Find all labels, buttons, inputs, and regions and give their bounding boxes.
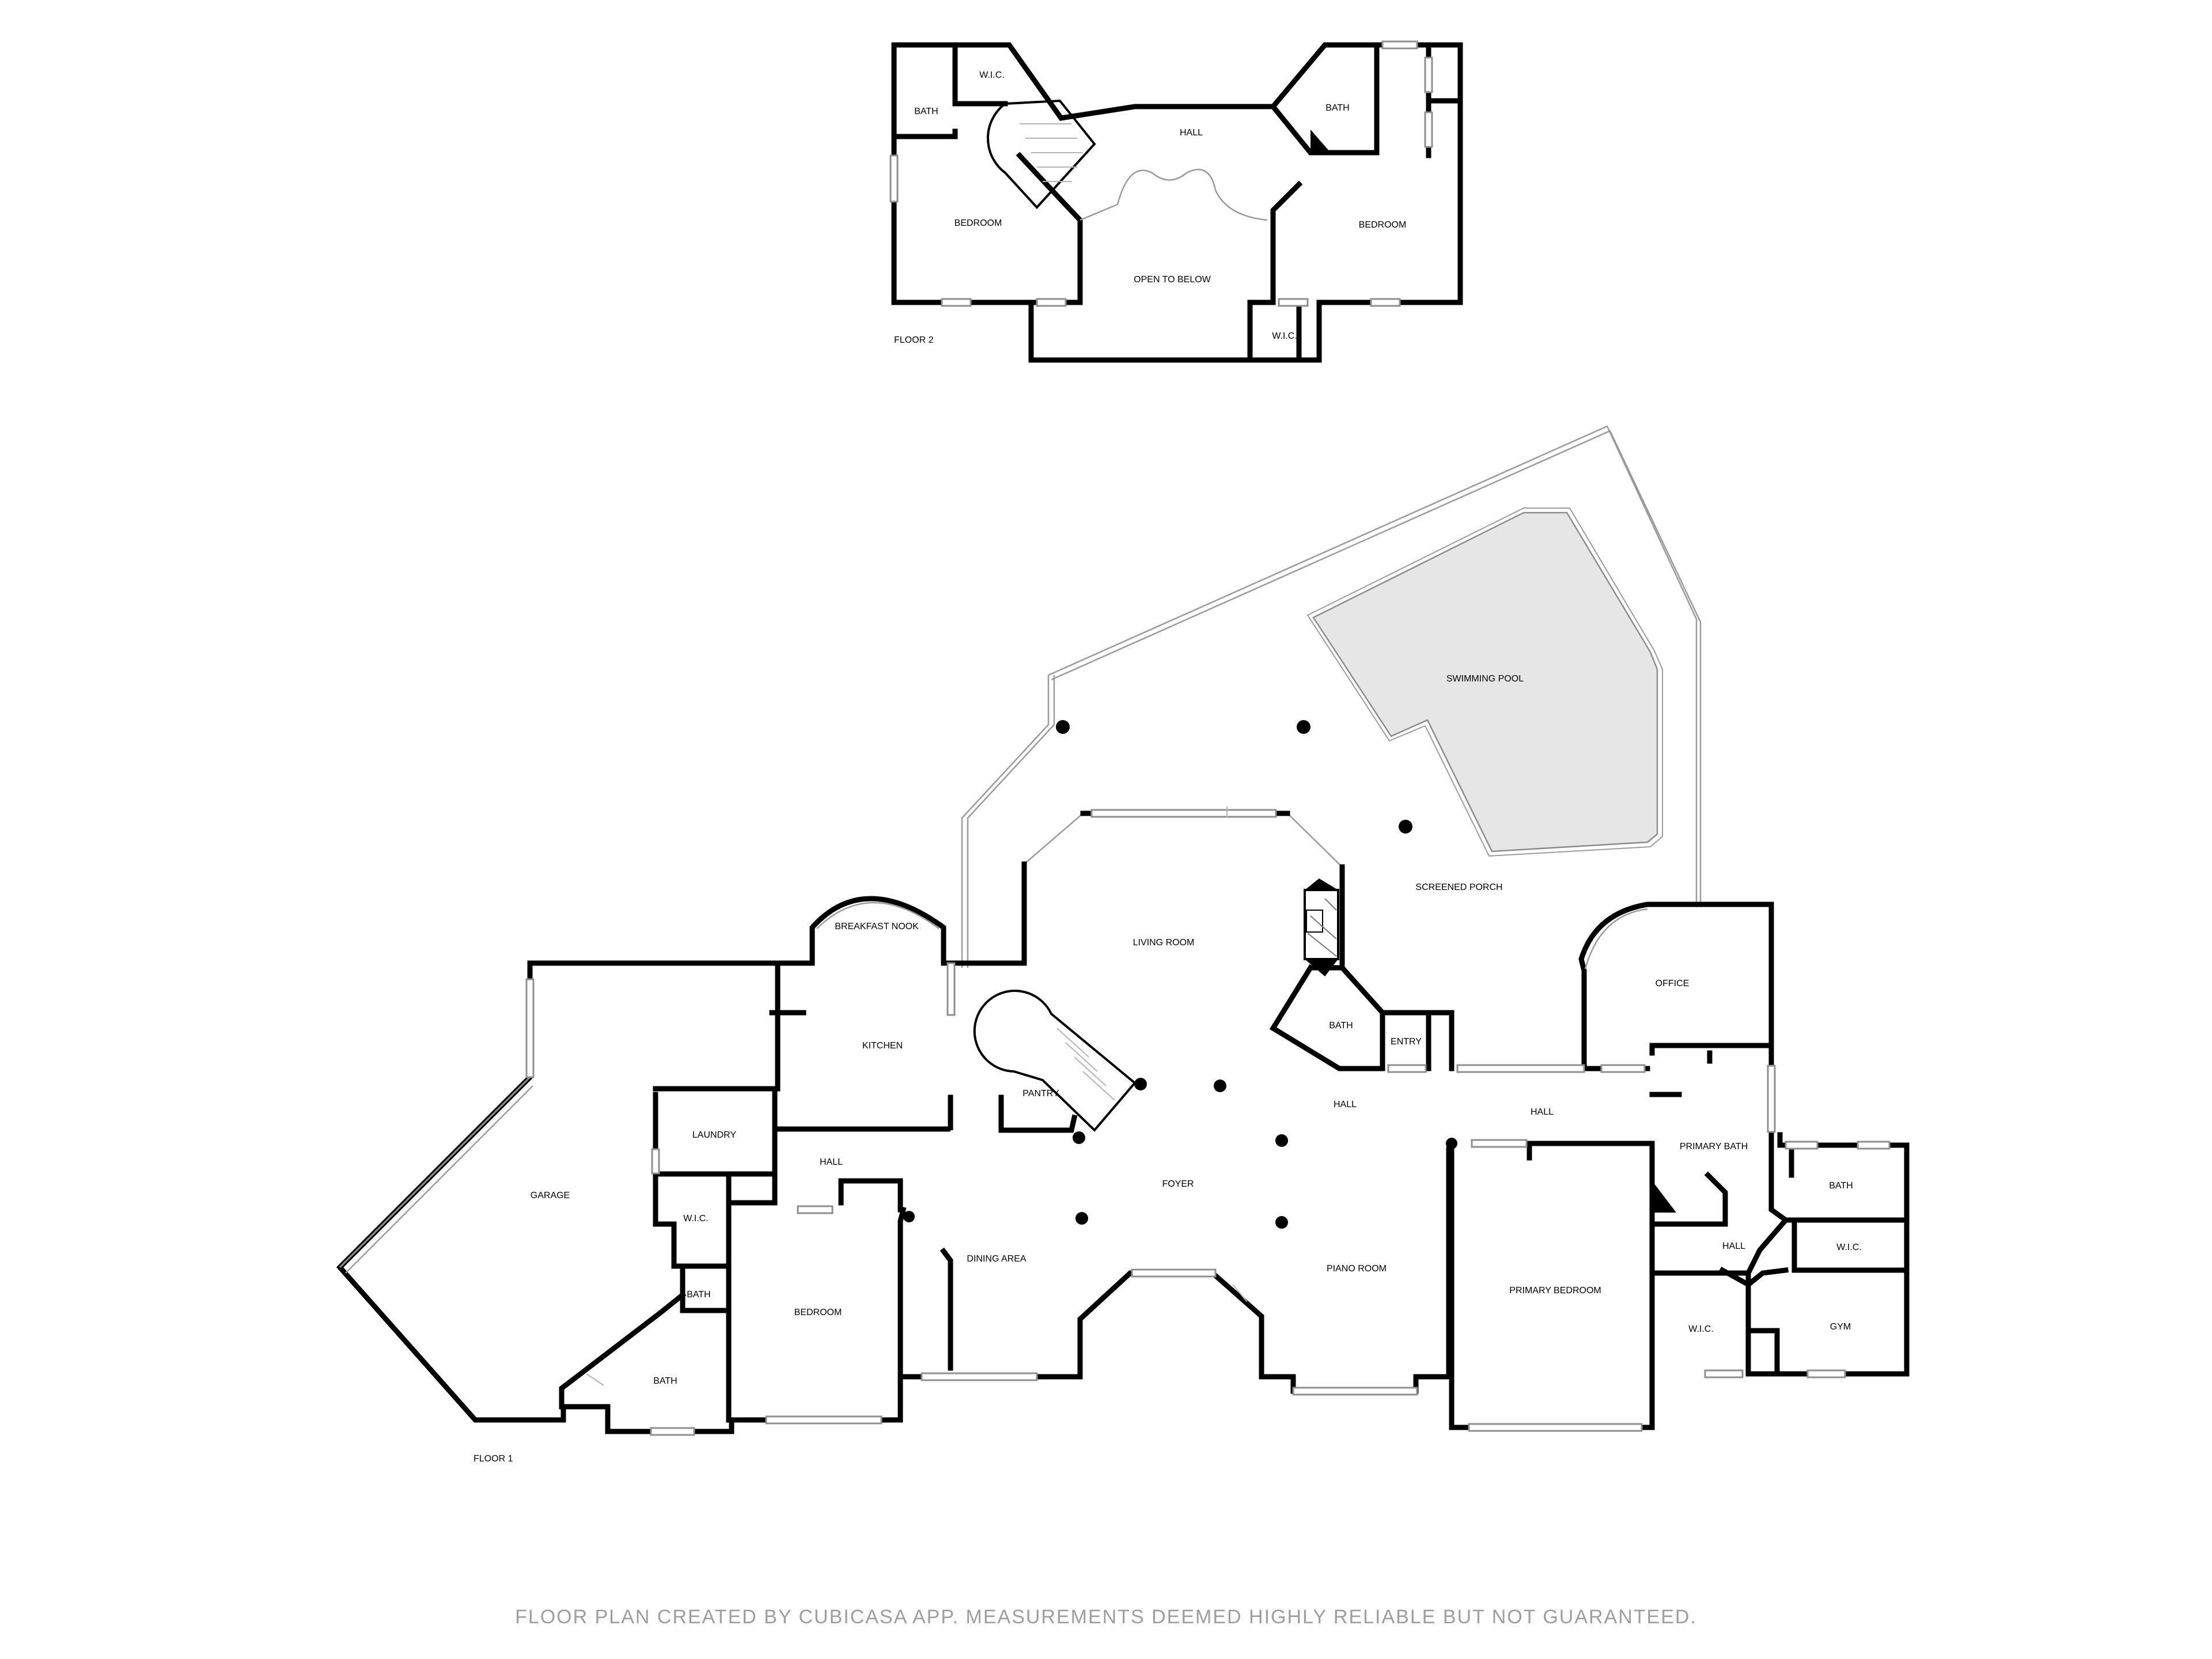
bath-lower-label: BATH	[653, 1376, 677, 1386]
piano-room-label: PIANO ROOM	[1327, 1264, 1387, 1274]
bath-east-label: BATH	[1829, 1181, 1853, 1191]
column	[1275, 1134, 1288, 1147]
primary-bedroom-label: PRIMARY BEDROOM	[1509, 1286, 1601, 1296]
floor-1-label: FLOOR 1	[474, 1454, 513, 1464]
laundry-label: LAUNDRY	[692, 1130, 737, 1140]
hall-center-label: HALL	[1334, 1100, 1357, 1109]
column	[1297, 720, 1310, 734]
floor2-bedroom-right-label: BEDROOM	[1359, 220, 1407, 230]
column	[1056, 720, 1070, 734]
hall-left-label: HALL	[820, 1157, 843, 1167]
kitchen-label: KITCHEN	[862, 1041, 903, 1051]
screened-porch-label: SCREENED PORCH	[1415, 882, 1502, 892]
floor2-hall-label: HALL	[1180, 128, 1203, 138]
floor2-bath-right-label: BATH	[1325, 103, 1349, 113]
bath-entry-label: BATH	[1329, 1021, 1353, 1031]
office-label: OFFICE	[1656, 979, 1690, 988]
column	[903, 1211, 915, 1222]
hall-primary-label: HALL	[1722, 1241, 1745, 1251]
column	[1134, 1078, 1147, 1090]
floor2-open-to-below-label: OPEN TO BELOW	[1134, 275, 1211, 285]
wic-left-label: W.I.C.	[683, 1214, 709, 1224]
living-room-label: LIVING ROOM	[1133, 938, 1195, 948]
primary-bath-label: PRIMARY BATH	[1680, 1142, 1748, 1152]
swimming-pool-label: SWIMMING POOL	[1446, 674, 1524, 684]
dining-area-label: DINING AREA	[967, 1254, 1026, 1264]
floor2-bedroom-left-label: BEDROOM	[955, 218, 1002, 228]
floor-2-label: FLOOR 2	[894, 335, 934, 345]
floor2-wic-bottom-label: W.I.C.	[1272, 331, 1297, 341]
bedroom-label: BEDROOM	[794, 1308, 842, 1317]
column	[1399, 820, 1412, 834]
column	[1073, 1131, 1085, 1144]
foyer-label: FOYER	[1162, 1179, 1194, 1189]
wic-primary-label: W.I.C.	[1688, 1324, 1714, 1334]
floor-1-plan: SWIMMING POOL SCREENED PORCH BREAKFAST N…	[336, 425, 1910, 1464]
column	[1446, 1138, 1457, 1149]
bath-small-label: BATH	[687, 1290, 710, 1300]
floor2-wic-top-label: W.I.C.	[979, 70, 1005, 80]
floor-2-plan: BATH W.I.C. HALL BATH BEDROOM OPEN TO BE…	[889, 40, 1463, 363]
disclaimer-footer: FLOOR PLAN CREATED BY CUBICASA APP. MEAS…	[515, 1606, 1697, 1628]
column	[1275, 1216, 1288, 1229]
hall-right-label: HALL	[1531, 1107, 1554, 1117]
breakfast-nook-label: BREAKFAST NOOK	[835, 922, 919, 931]
pantry-label: PANTRY	[1022, 1089, 1059, 1099]
wic-east-label: W.I.C.	[1836, 1243, 1862, 1252]
column	[1075, 1212, 1088, 1225]
column	[1214, 1080, 1226, 1092]
garage-label: GARAGE	[531, 1191, 570, 1200]
floor2-bath-left-label: BATH	[914, 107, 938, 116]
gym-label: GYM	[1830, 1322, 1851, 1332]
entry-label: ENTRY	[1391, 1037, 1422, 1047]
